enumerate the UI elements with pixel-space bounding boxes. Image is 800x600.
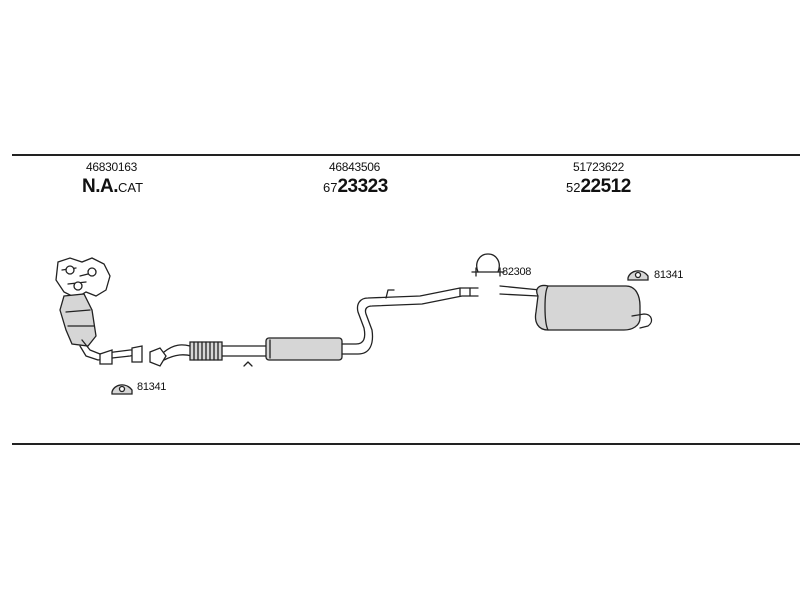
rubber-mount-icon [111,384,133,395]
ref-middle-silencer: 6723323 [323,176,388,198]
top-divider-line [12,154,800,156]
bottom-divider-line [12,443,800,445]
part-number-rear-silencer: 51723622 [573,160,624,174]
part-number-catalyst: 46830163 [86,160,137,174]
ref-catalyst-suffix: CAT [118,180,144,195]
ref-rear-prefix: 52 [566,180,581,195]
ref-middle-prefix: 67 [323,180,338,195]
front-pipe [149,341,267,367]
catalyst-manifold [55,257,143,365]
ref-rear-suffix: 22512 [580,176,631,197]
u-clamp-icon [471,253,505,277]
clamp-label-front-mount: 81341 [137,381,167,393]
rubber-mount-icon [627,270,649,281]
part-number-middle-silencer: 46843506 [329,160,380,174]
ref-rear-silencer: 5222512 [566,176,631,198]
ref-middle-suffix: 23323 [337,176,388,197]
middle-silencer [265,287,479,361]
clamp-label-rear-mount: 81341 [654,269,684,281]
rear-silencer [499,284,653,331]
ref-catalyst-prefix: N.A. [82,176,119,197]
clamp-label-u-clamp: 82308 [502,266,532,278]
ref-catalyst: N.A.CAT [82,176,143,198]
